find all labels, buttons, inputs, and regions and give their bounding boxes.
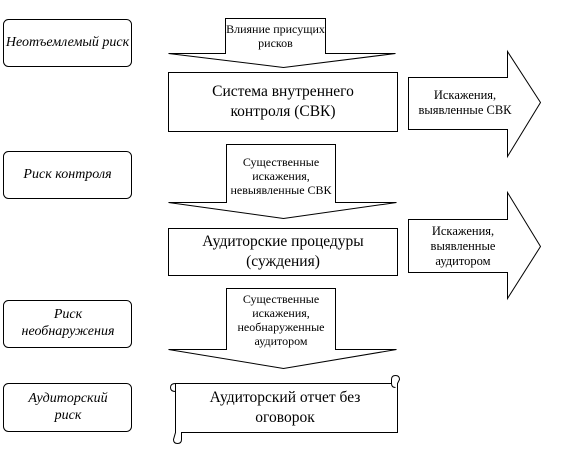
box-label-internal-control: Система внутреннего контроля (СВК): [212, 82, 354, 120]
down-arrow-control: [168, 144, 397, 220]
risk-box-detection: [3, 300, 132, 348]
box-internal-control: [168, 72, 398, 132]
side-label-auditor: Искажения, выявленные аудитором: [430, 223, 496, 268]
risk-label-control: Риск контроля: [23, 166, 112, 182]
box-label-audit-report: Аудиторский отчет без оговорок: [209, 388, 361, 426]
scroll-audit-report: [172, 374, 401, 445]
risk-label-audit: Аудиторский риск: [28, 390, 108, 423]
arrow-label-inherent: Влияние присущих рисков: [226, 22, 325, 50]
box-audit-procedures: [168, 228, 398, 276]
arrow-label-undetected-auditor: Существенные искажения, необнаруженные а…: [237, 292, 325, 348]
side-arrow-auditor: [408, 190, 542, 301]
risk-label-detection: Риск необнаружения: [21, 307, 115, 339]
risk-box-inherent: [3, 19, 132, 67]
down-arrow-detection: [168, 288, 397, 370]
side-label-icsys: Искажения, выявленные СВК: [418, 88, 512, 117]
side-arrow-icsys: [408, 49, 542, 159]
arrow-label-undetected-icsys: Существенные искажения, невыявленные СВК: [230, 155, 332, 197]
risk-label-inherent: Неотъемлемый риск: [5, 34, 130, 50]
risk-box-control: [3, 151, 132, 199]
box-label-audit-procedures: Аудиторские процедуры (суждения): [202, 232, 364, 270]
risk-box-audit: [3, 383, 132, 432]
down-arrow-inherent: [168, 18, 396, 69]
